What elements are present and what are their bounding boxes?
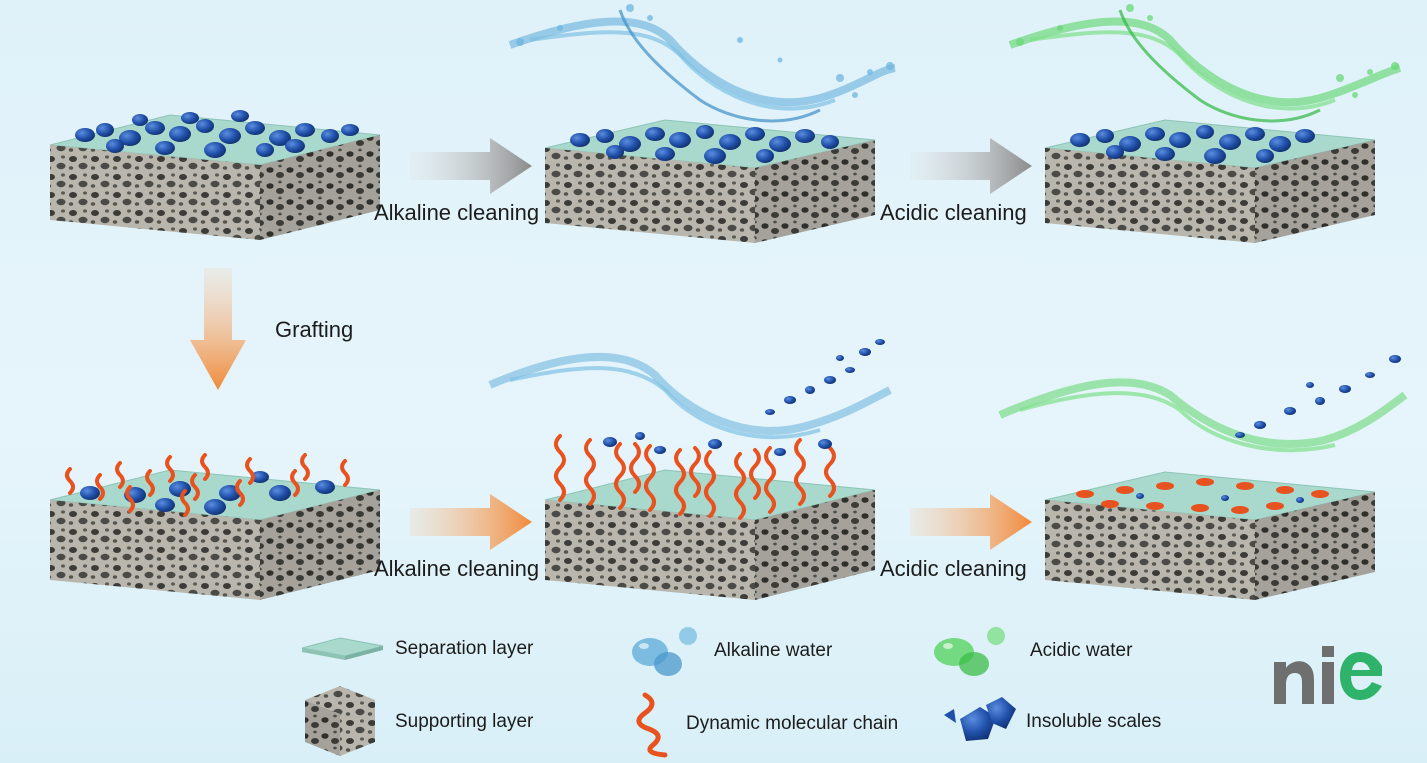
legend-supporting-layer: Supporting layer: [395, 711, 534, 732]
arrow-grafting: [190, 268, 246, 390]
legend-acidic-water: Acidic water: [1030, 640, 1133, 661]
arrow-alkaline-bottom: [410, 494, 532, 550]
legend-separation-layer: Separation layer: [395, 638, 534, 659]
acidic-water-splash-bottom: [998, 355, 1408, 453]
membrane-clean: [1044, 471, 1376, 600]
legend-insoluble-scales: Insoluble scales: [1026, 711, 1162, 732]
separation-layer-icon: [301, 637, 384, 660]
membrane-fouled: [49, 110, 381, 240]
acidic-water-splash: [1008, 4, 1402, 123]
label-alkaline-cleaning-bottom: Alkaline cleaning: [374, 556, 540, 581]
alkaline-water-icon: [632, 627, 697, 676]
alkaline-water-splash-bottom: [488, 339, 892, 440]
membrane-after-acidic-top: [1044, 119, 1376, 243]
arrow-acidic-top: [910, 138, 1032, 194]
label-acidic-cleaning-top: Acidic cleaning: [880, 200, 1027, 225]
label-alkaline-cleaning-top: Alkaline cleaning: [374, 200, 540, 225]
legend-alkaline-water: Alkaline water: [714, 640, 833, 661]
dynamic-chain-icon: [636, 692, 668, 758]
acidic-water-icon: [934, 627, 1005, 676]
label-acidic-cleaning-bottom: Acidic cleaning: [880, 556, 1027, 581]
nie-logo: [1274, 646, 1382, 704]
insoluble-scales-icon: [944, 697, 1016, 741]
label-grafting: Grafting: [275, 317, 354, 342]
supporting-layer-icon: [305, 686, 375, 756]
membrane-after-alkaline-top: [544, 119, 876, 243]
membrane-grafted: [49, 453, 381, 600]
membrane-grafted-after-alkaline: [544, 432, 876, 600]
arrow-alkaline-top: [410, 138, 532, 194]
arrow-acidic-bottom: [910, 494, 1032, 550]
legend-dynamic-chain: Dynamic molecular chain: [686, 713, 899, 734]
alkaline-water-splash: [508, 4, 896, 123]
